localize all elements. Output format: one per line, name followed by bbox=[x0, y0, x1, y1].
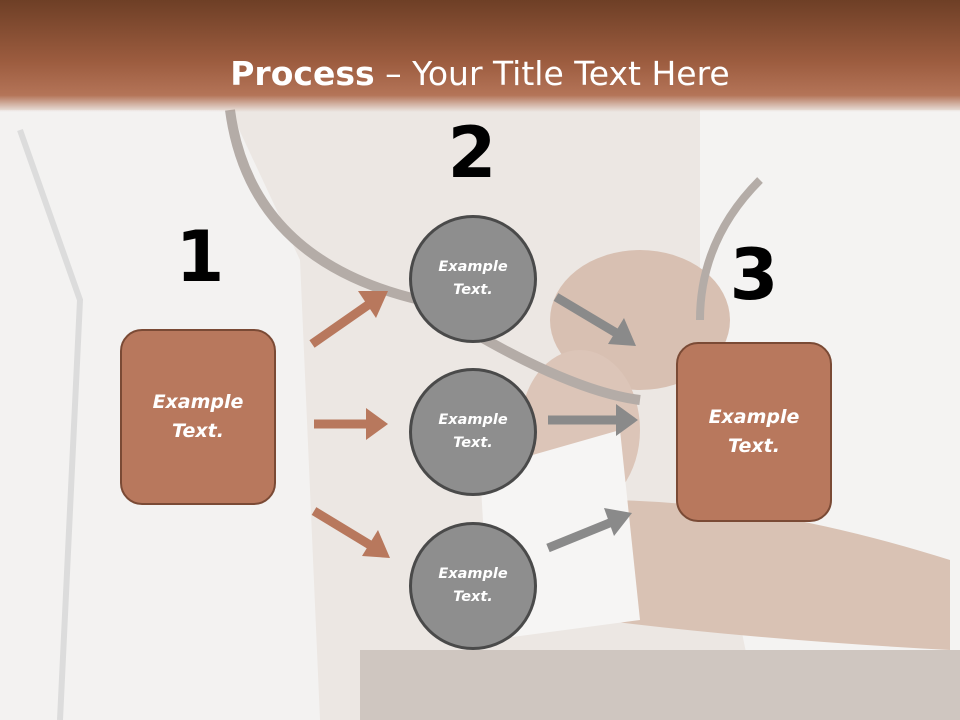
step-3-box: Example Text. bbox=[676, 342, 832, 522]
step-number-3: 3 bbox=[729, 234, 779, 316]
arrow-to-bottom bbox=[311, 507, 390, 558]
arrow-to-middle bbox=[314, 408, 388, 440]
box-text-line2: Text. bbox=[728, 435, 780, 457]
circle-text-line1: Example bbox=[438, 412, 508, 428]
step-2-circle-bottom: Example Text. bbox=[409, 522, 537, 650]
box-text-line2: Text. bbox=[172, 420, 224, 442]
circle-text-line2: Text. bbox=[453, 282, 493, 298]
page-title: Process – Your Title Text Here bbox=[0, 52, 960, 96]
box-text-line1: Example bbox=[708, 406, 800, 428]
step-number-1: 1 bbox=[175, 216, 225, 298]
step-number-2: 2 bbox=[447, 112, 497, 194]
title-bold: Process bbox=[230, 54, 375, 93]
step-2-circle-top: Example Text. bbox=[409, 215, 537, 343]
title-rest: – Your Title Text Here bbox=[374, 54, 730, 93]
title-bar bbox=[0, 0, 960, 112]
box-text-line1: Example bbox=[152, 391, 244, 413]
circle-text-line1: Example bbox=[438, 566, 508, 582]
arrow-to-top bbox=[309, 291, 388, 348]
step-1-box: Example Text. bbox=[120, 329, 276, 505]
arrow-from-middle bbox=[548, 404, 638, 436]
circle-text-line1: Example bbox=[438, 259, 508, 275]
circle-text-line2: Text. bbox=[453, 435, 493, 451]
arrow-from-bottom bbox=[546, 508, 632, 553]
arrow-from-top bbox=[553, 293, 636, 346]
circle-text-line2: Text. bbox=[453, 589, 493, 605]
step-2-circle-middle: Example Text. bbox=[409, 368, 537, 496]
